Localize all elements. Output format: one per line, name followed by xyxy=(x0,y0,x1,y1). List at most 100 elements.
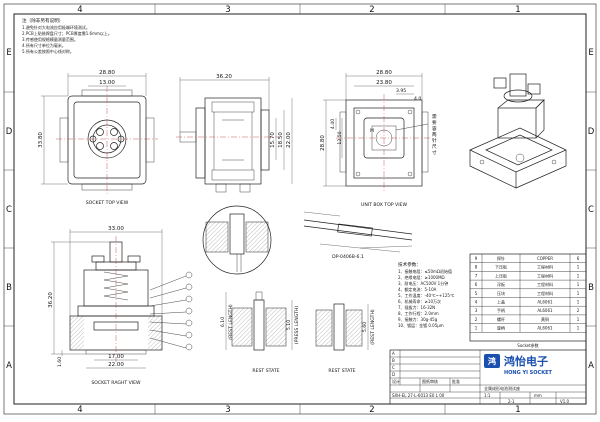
rest-dim-1: 6.10 xyxy=(220,317,226,327)
notes-title: 注（除非另有说明） xyxy=(22,17,63,24)
spec-line: 5、工作温度：-40℃~+125℃ xyxy=(398,292,455,298)
dim-unit-height: 28.80 xyxy=(320,135,326,151)
unit: mm xyxy=(534,393,542,398)
press-sub: (PRESS LENGTH) xyxy=(294,306,300,345)
zone-left-2: D xyxy=(6,127,13,137)
dim-top-height: 33.80 xyxy=(38,132,44,148)
bom-cell-no: 4 xyxy=(475,300,478,305)
zone-right-4: B xyxy=(588,283,594,293)
rest-state-label-1: REST STATE xyxy=(252,368,279,374)
scale: 1:1 xyxy=(484,393,491,398)
tb-approve: 批准 xyxy=(452,378,460,384)
spec-line: 10、镀层：金镀 0.05μm xyxy=(398,322,444,328)
note-line: 5.所有公差按照中心线对称。 xyxy=(22,48,74,54)
bom-cell-name: 上压板 xyxy=(495,272,507,278)
zone-labels-right: E D C B A xyxy=(588,48,595,371)
zone-labels-top: 4 3 2 1 xyxy=(77,5,520,15)
zone-top-2: 3 xyxy=(225,5,230,15)
dim-unit-cavity: 12.50 xyxy=(337,131,343,144)
zone-right-5: A xyxy=(588,361,594,371)
company-logo-mark: 鸿 xyxy=(488,356,496,366)
outer-border xyxy=(3,3,597,415)
company-name-en: HONG YI SOCKET xyxy=(504,370,552,376)
top-view-label: SOCKET TOP VIEW xyxy=(86,200,129,206)
bom-cell-qty: 1 xyxy=(577,291,580,296)
bom-cell-material: 工程材料 xyxy=(537,290,553,296)
dim-unit-offset: 4.40 xyxy=(330,119,336,129)
detail-label: DP-0406B-6.1 xyxy=(332,254,364,260)
spec-line: 4、额定电流：5-10A xyxy=(398,286,437,292)
dim-side-a: 15.70 xyxy=(270,132,276,148)
zone-top-4: 1 xyxy=(515,5,520,15)
bom-header: Socket参数 xyxy=(517,342,538,348)
bom-cell-material: 工程材料 xyxy=(537,281,553,287)
bom-cell-name: 螺杆 xyxy=(497,316,505,322)
bom-cell-material: AL6061 xyxy=(537,326,553,331)
spec-line: 2、绝缘电阻：≥1000MΩ xyxy=(398,274,445,280)
bom-cell-name: 旋柄 xyxy=(497,325,505,331)
dim-side-length: 36.20 xyxy=(216,74,232,80)
spec-line: 8、工作行程：2.0mm xyxy=(398,310,439,316)
tb-design: 设计 xyxy=(392,378,400,384)
bom-cell-no: 2 xyxy=(475,317,478,322)
dim-side-c: 22.00 xyxy=(286,132,292,148)
title-block: A B C D 设计 图纸审核 批准 鸿 鸿怡电子 HONG YI SOCKET… xyxy=(389,349,587,405)
bom-cell-no: 1 xyxy=(475,326,478,331)
bom-cell-name: 下压板 xyxy=(495,264,507,270)
probe-pin-view: DP-0406B-6.1 xyxy=(303,211,413,260)
dim-unit-inner: 23.80 xyxy=(376,80,392,86)
spec-line: 6、机械寿命：≥10万次 xyxy=(398,298,441,304)
zone-bottom-3: 2 xyxy=(369,405,374,415)
bom-cell-no: 6 xyxy=(475,282,478,287)
zone-bottom-4: 1 xyxy=(515,405,520,415)
zone-left-3: C xyxy=(6,205,12,215)
bom-cell-name: 浮板 xyxy=(497,281,505,287)
rest-state-label-2: REST STATE xyxy=(328,368,355,374)
dim-front-base: 1.60 xyxy=(57,357,63,367)
rev-d: D xyxy=(392,372,395,377)
bom-cell-material: AL6061 xyxy=(537,300,553,305)
zone-right-3: C xyxy=(588,205,594,215)
company-name-cn: 鸿怡电子 xyxy=(504,354,548,368)
drawing-name: 全属成形电池测试座 xyxy=(484,385,520,391)
sheet: 2-1 xyxy=(508,399,515,404)
note-line: 4.所有尺寸单位为毫米。 xyxy=(22,42,66,48)
dim-unit-small-b: 4.0 xyxy=(414,96,421,102)
bom-cell-material: 工程材料 xyxy=(537,272,553,278)
spec-line: 1、接触电阻：≤50mΩ初始值 xyxy=(398,268,452,274)
bom-cell-no: 7 xyxy=(475,273,478,278)
rev-a: A xyxy=(392,351,395,356)
unit-box-top-view: M 28.80 23.80 3.95 4.0 28.80 4.40 12.50 … xyxy=(320,70,437,208)
dim-top-inner: 13.00 xyxy=(99,80,115,86)
zone-labels-left: E D C B A xyxy=(6,48,13,371)
bom-cell-material: 工程材料 xyxy=(537,264,553,270)
rev-c: C xyxy=(392,365,395,370)
unit-box-note: 需要容两针尺寸 xyxy=(432,114,437,156)
drawing-no: SXH-EL 27-L-6013 E0 L 00 xyxy=(392,393,445,398)
zone-right-1: E xyxy=(588,48,593,58)
bom-cell-qty: 6 xyxy=(577,256,580,261)
bom-cell-qty: 1 xyxy=(577,282,580,287)
dim-front-base-width: 22.00 xyxy=(108,362,124,368)
zone-labels-bottom: 4 3 2 1 xyxy=(77,405,520,415)
bom-cell-material: AL6061 xyxy=(537,308,553,313)
bom-cell-qty: 1 xyxy=(577,326,580,331)
front-view-label: SOCKET RAGHT VIEW xyxy=(91,380,141,386)
version: V1.0 xyxy=(560,399,570,404)
bom-cell-qty: 1 xyxy=(577,300,580,305)
specs-title: 技术参数： xyxy=(398,261,421,268)
dim-front-height: 36.20 xyxy=(48,292,54,308)
note-line: 2.PCB上贴装焊盘尺寸；PCB厚度需1.6mm以上。 xyxy=(22,30,112,36)
unit-box-label: UNIT BOX TOP VIEW xyxy=(361,202,407,208)
bom-cell-name: 压块 xyxy=(497,290,505,296)
zone-left-4: B xyxy=(6,283,12,293)
spec-line: 7、插拔力：16-32N xyxy=(398,304,435,310)
socket-front-view: 33.00 36.20 1.60 17.00 22.00 SOCKET RAGH… xyxy=(48,226,193,386)
dim-unit-width: 28.80 xyxy=(376,70,392,76)
zone-left-1: E xyxy=(6,48,11,58)
zone-left-5: A xyxy=(6,361,12,371)
dim-unit-small-a: 3.95 xyxy=(396,88,406,94)
dim-front-width: 33.00 xyxy=(108,226,124,232)
